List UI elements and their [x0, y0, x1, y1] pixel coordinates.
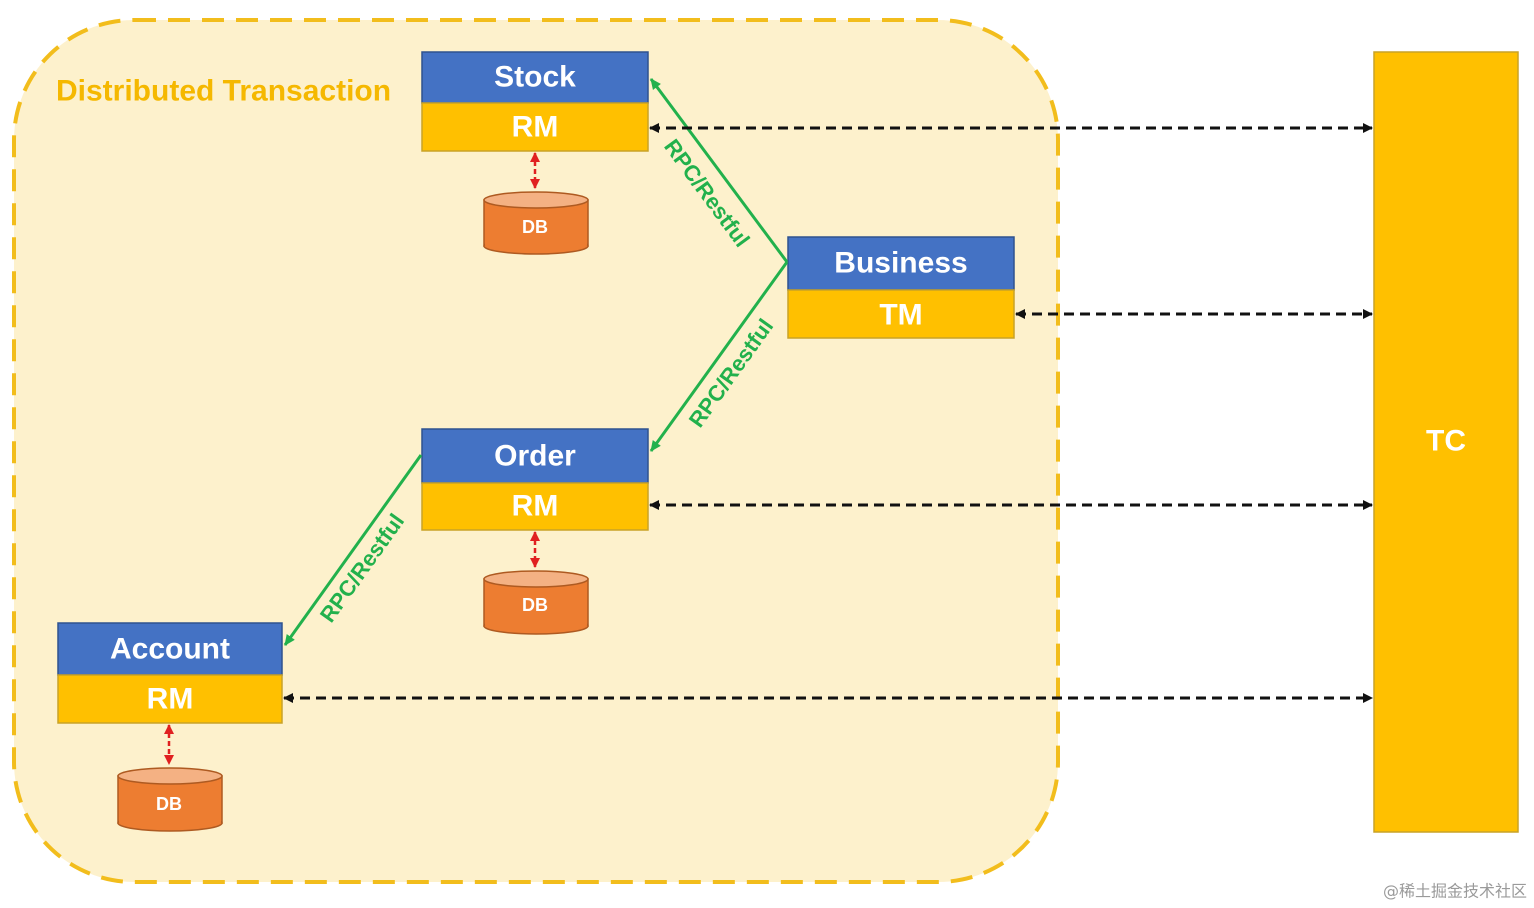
order-rm-band: [421, 482, 649, 531]
account-db-label: DB: [156, 794, 182, 814]
business-role: TM: [879, 299, 922, 332]
account-service: Account RM: [57, 622, 283, 724]
account-role: RM: [147, 683, 194, 716]
business-to-order-rpc-arrow: [649, 261, 789, 452]
order-to-account-rpc-arrow: [283, 454, 423, 646]
account-rm-band: [57, 674, 283, 724]
order-service: Order RM: [421, 428, 649, 531]
order-name: Order: [494, 440, 576, 473]
stock-db-label: DB: [522, 217, 548, 237]
order-header: [421, 428, 649, 484]
order-db-label: DB: [522, 595, 548, 615]
account-name: Account: [110, 633, 230, 666]
stock-role: RM: [512, 111, 559, 144]
business-to-stock-rpc-arrow: [649, 78, 789, 263]
tc-label: TC: [1426, 425, 1466, 458]
business-service: Business TM: [787, 236, 1015, 339]
stock-rm-band: [421, 102, 649, 152]
stock-header: [421, 51, 649, 104]
watermark: @稀土掘金技术社区: [1383, 882, 1527, 901]
stock-name: Stock: [494, 61, 576, 94]
business-name: Business: [834, 247, 967, 280]
stock-service: Stock RM: [421, 51, 649, 152]
business-tm-band: [787, 289, 1015, 339]
region-label: Distributed Transaction: [56, 75, 391, 108]
tc-coordinator-box: [1373, 51, 1519, 833]
business-header: [787, 236, 1015, 291]
account-database-icon: DB: [117, 767, 223, 832]
order-database-icon: DB: [483, 570, 589, 635]
stock-database-icon: DB: [483, 191, 589, 255]
account-header: [57, 622, 283, 676]
order-role: RM: [512, 490, 559, 523]
